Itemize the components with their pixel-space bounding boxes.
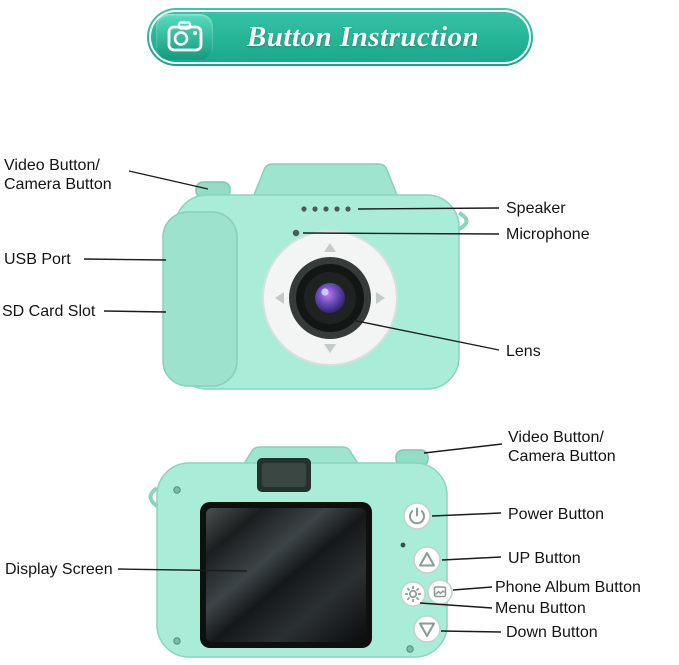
front-top-bump (250, 163, 401, 201)
front-strap-lug (457, 211, 469, 231)
power-button (403, 502, 431, 530)
label-speaker: Speaker (506, 200, 566, 217)
line-phone-album-button (452, 586, 493, 591)
label-menu-button: Menu Button (495, 600, 586, 617)
line-usb-port (83, 258, 167, 261)
front-grip (162, 211, 238, 387)
back-strap-lug (148, 486, 159, 508)
label-microphone: Microphone (506, 226, 590, 243)
label-down-button: Down Button (506, 624, 598, 641)
label-power-button: Power Button (508, 506, 605, 523)
label-lens: Lens (506, 343, 541, 360)
line-menu-button (419, 602, 493, 609)
camera-icon (156, 14, 213, 60)
power-icon (409, 507, 425, 525)
microphone-hole (292, 229, 300, 237)
gear-icon (405, 586, 421, 602)
header-banner: Button Instruction (147, 8, 533, 66)
label-display-screen: Display Screen (5, 561, 113, 578)
line-down-button (440, 630, 502, 633)
line-lens (351, 319, 500, 351)
line-speaker (357, 207, 500, 210)
menu-button (400, 581, 426, 607)
screws (173, 486, 414, 653)
label-phone-album-button: Phone Album Button (495, 579, 641, 596)
viewfinder-glass (262, 463, 306, 487)
speaker-holes (301, 206, 351, 212)
line-back-video-button (423, 443, 503, 454)
back-buttons (400, 502, 453, 643)
led-indicator (400, 542, 406, 548)
up-button (413, 546, 441, 574)
label-back-video-button: Video Button/ Camera Button (508, 429, 616, 465)
label-usb-port: USB Port (4, 251, 71, 268)
camera-back-view (148, 446, 453, 658)
photo-icon (433, 586, 447, 598)
line-front-video-button (128, 170, 209, 190)
lens (262, 230, 398, 366)
line-microphone (302, 232, 500, 235)
line-power-button (431, 512, 502, 517)
down-button (413, 615, 441, 643)
camera-front-view (162, 163, 469, 390)
phone-album-button (427, 579, 453, 605)
label-up-button: UP Button (508, 550, 581, 567)
arrow-down-icon (419, 622, 435, 637)
arrow-up-icon (419, 552, 435, 567)
line-up-button (441, 556, 502, 561)
page-title: Button Instruction (246, 20, 480, 53)
header-banner-inner: Button Instruction (149, 10, 531, 64)
label-front-video-button: Video Button/ Camera Button (4, 157, 112, 193)
display-screen (200, 502, 372, 648)
line-sd-card-slot (103, 310, 167, 313)
line-display-screen (117, 568, 248, 572)
camera-icon-glyph (167, 21, 202, 52)
leader-lines (83, 170, 503, 633)
label-sd-card-slot: SD Card Slot (2, 303, 96, 320)
